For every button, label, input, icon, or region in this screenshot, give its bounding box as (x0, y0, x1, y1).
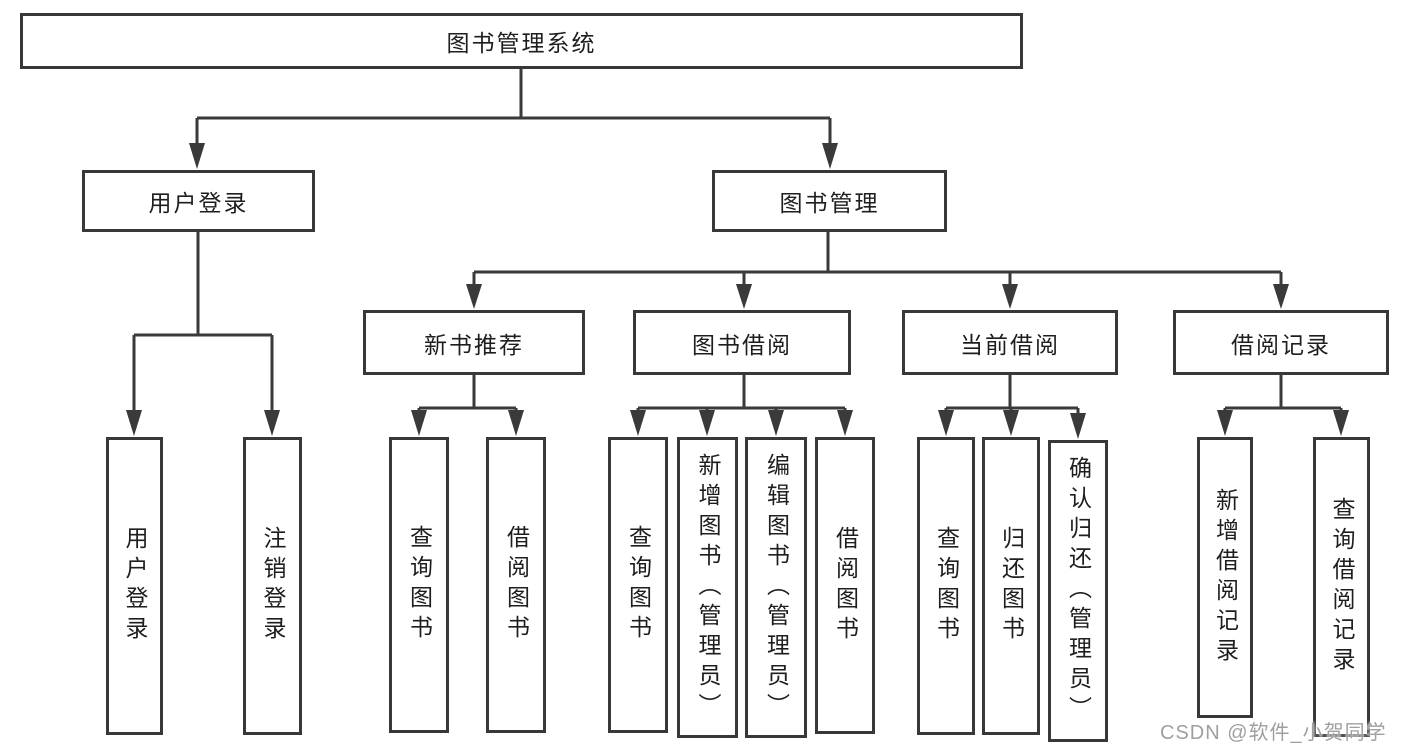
arrow-down-icon (411, 410, 427, 436)
node-label: 新增借阅记录 (1212, 487, 1239, 668)
leaf-edit-books-admin: 编辑图书（管理员） (745, 437, 807, 738)
node-label: 用户登录 (122, 526, 148, 646)
leaf-query-books-borrowing: 查询图书 (608, 437, 668, 733)
node-label: 查询图书 (625, 525, 652, 645)
node-label: 编辑图书（管理员） (763, 452, 790, 723)
node-label: 归还图书 (998, 526, 1025, 646)
node-borrowing-records: 借阅记录 (1173, 310, 1389, 375)
leaf-confirm-return-admin: 确认归还（管理员） (1048, 440, 1108, 742)
arrow-down-icon (1273, 284, 1289, 309)
arrow-down-icon (630, 410, 646, 436)
node-label: 用户登录 (148, 190, 249, 216)
leaf-add-books-admin: 新增图书（管理员） (677, 437, 738, 738)
node-label: 查询图书 (933, 526, 960, 646)
leaf-query-borrow-record: 查询借阅记录 (1313, 437, 1370, 737)
node-label: 图书借阅 (692, 331, 792, 358)
node-current-borrowing: 当前借阅 (902, 310, 1118, 375)
connector-book-management (472, 232, 1283, 286)
arrow-down-icon (938, 410, 954, 436)
arrow-down-icon (1003, 410, 1019, 436)
arrow-down-icon (466, 284, 482, 309)
node-book-management: 图书管理 (712, 170, 947, 232)
arrow-down-icon (1002, 284, 1018, 309)
connector-book-borrowing (636, 375, 847, 412)
node-new-book-recommendation: 新书推荐 (363, 310, 585, 375)
node-label: 借阅图书 (832, 525, 859, 646)
leaf-user-login: 用户登录 (106, 437, 163, 735)
node-label: 新增图书（管理员） (695, 452, 721, 723)
leaf-add-borrow-record: 新增借阅记录 (1197, 437, 1253, 718)
leaf-borrow-books-borrowing: 借阅图书 (815, 437, 875, 734)
arrow-down-icon (189, 143, 205, 169)
node-label: 注销登录 (260, 526, 286, 646)
connector-new-book (417, 375, 518, 412)
leaf-query-books-current: 查询图书 (917, 437, 975, 735)
node-label: 查询借阅记录 (1329, 497, 1355, 677)
node-label: 借阅记录 (1231, 331, 1331, 358)
node-library-management-system: 图书管理系统 (20, 13, 1023, 69)
node-label: 借阅图书 (503, 525, 530, 645)
arrow-down-icon (264, 410, 280, 436)
node-label: 查询图书 (406, 525, 433, 645)
arrow-down-icon (822, 143, 838, 169)
node-user-login: 用户登录 (82, 170, 315, 232)
connector-borrow-records (1223, 375, 1343, 412)
node-label: 当前借阅 (960, 331, 1060, 358)
connector-user-login (132, 232, 274, 411)
arrow-down-icon (1070, 413, 1086, 439)
node-book-borrowing: 图书借阅 (633, 310, 851, 375)
arrow-down-icon (1217, 410, 1233, 436)
arrow-down-icon (126, 410, 142, 436)
arrow-down-icon (508, 410, 524, 436)
arrow-down-icon (837, 410, 853, 436)
arrow-down-icon (736, 284, 752, 309)
leaf-borrow-books-recommend: 借阅图书 (486, 437, 546, 733)
csdn-watermark: CSDN @软件_小贺同学 (1160, 722, 1387, 744)
arrow-down-icon (1333, 410, 1349, 436)
node-label: 新书推荐 (424, 331, 524, 358)
arrow-down-icon (699, 410, 715, 436)
leaf-query-books-recommend: 查询图书 (389, 437, 449, 733)
connector-current-borrowing (944, 375, 1080, 414)
node-label: 图书管理系统 (446, 30, 597, 56)
arrow-down-icon (768, 410, 784, 436)
leaf-return-books: 归还图书 (982, 437, 1040, 735)
node-label: 确认归还（管理员） (1065, 456, 1092, 726)
connector-root (195, 69, 832, 145)
leaf-logout: 注销登录 (243, 437, 302, 735)
node-label: 图书管理 (779, 190, 880, 216)
